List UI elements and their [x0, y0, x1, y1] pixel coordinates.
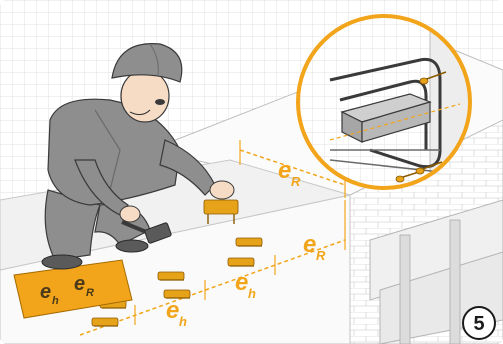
sheet-sub-h: h — [52, 295, 59, 307]
connector-anchor-icon — [158, 272, 184, 280]
sheet-e2: e — [74, 273, 85, 295]
svg-text:R: R — [316, 248, 326, 263]
svg-text:e: e — [166, 297, 179, 324]
step-number-badge: 5 — [463, 307, 495, 339]
step-number: 5 — [473, 313, 484, 335]
connector-anchor-icon — [228, 258, 254, 266]
svg-text:h: h — [248, 286, 256, 301]
detail-magnifier — [298, 16, 470, 190]
svg-text:e: e — [278, 157, 291, 184]
svg-text:h: h — [179, 314, 187, 329]
svg-text:e: e — [235, 269, 248, 296]
svg-text:R: R — [291, 174, 301, 189]
svg-text:e: e — [303, 231, 316, 258]
connector-anchor-icon — [236, 238, 262, 246]
sheet-e1: e — [40, 281, 51, 303]
connector-anchor-icon — [92, 318, 118, 326]
sheet-sub-R: R — [86, 287, 94, 299]
